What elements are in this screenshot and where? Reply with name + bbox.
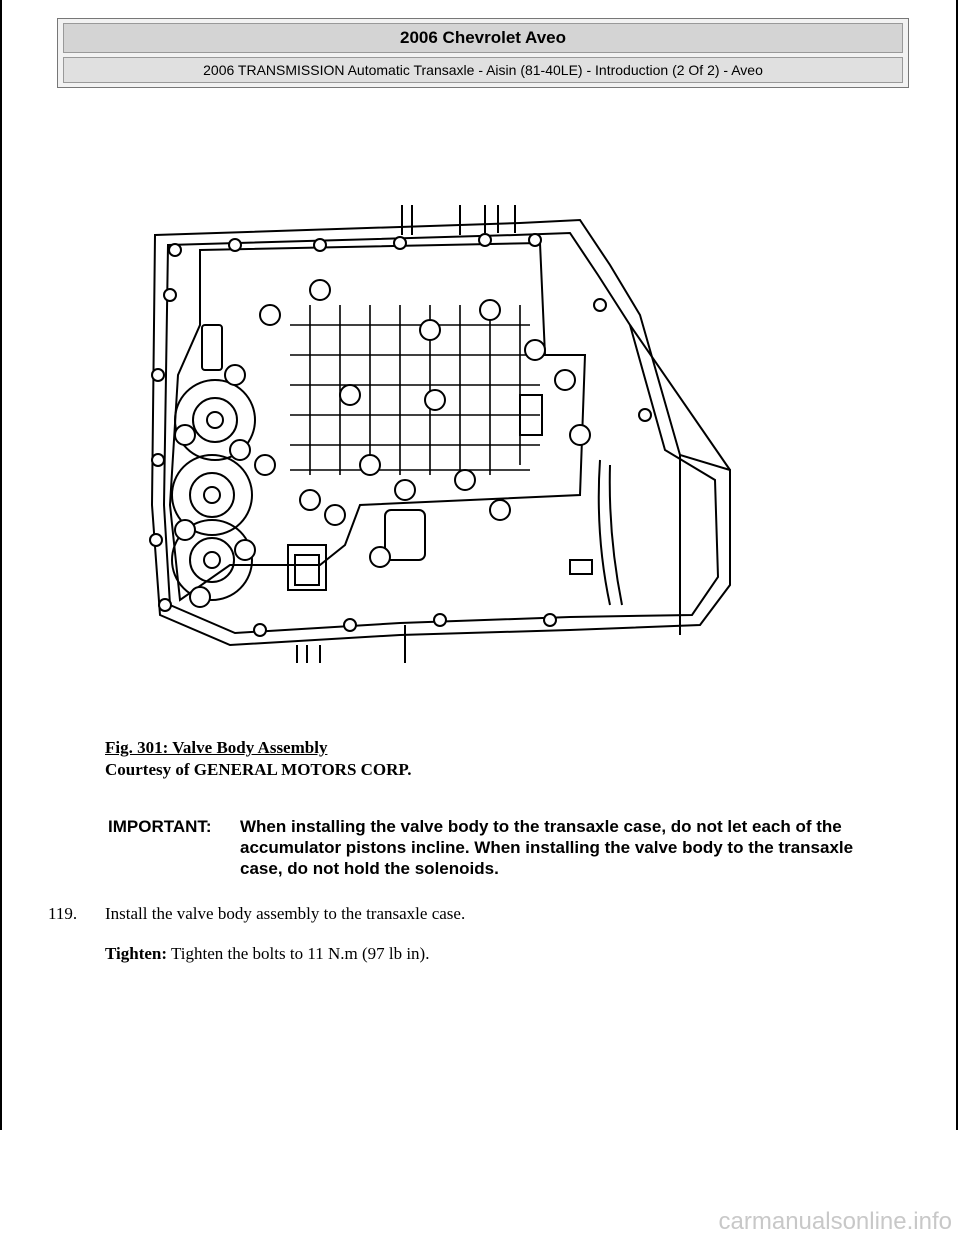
tighten-instruction: Tighten: Tighten the bolts to 11 N.m (97…: [105, 944, 429, 964]
figure-caption: Fig. 301: Valve Body Assembly: [105, 738, 328, 757]
page-edge-right: [956, 0, 958, 1130]
watermark: carmanualsonline.info: [718, 1208, 952, 1235]
step-text: Install the valve body assembly to the t…: [105, 904, 466, 923]
important-text: When installing the valve body to the tr…: [240, 817, 854, 878]
figure-credit: Courtesy of GENERAL MOTORS CORP.: [105, 760, 412, 779]
tighten-label: Tighten:: [105, 944, 168, 963]
step-119: 119. Install the valve body assembly to …: [48, 904, 908, 924]
page-header: 2006 Chevrolet Aveo 2006 TRANSMISSION Au…: [57, 18, 909, 88]
header-title: 2006 Chevrolet Aveo: [63, 23, 903, 53]
step-number: 119.: [48, 904, 78, 923]
page-edge-left: [0, 0, 2, 1130]
valve-body-illustration: [149, 205, 731, 663]
tighten-text: Tighten the bolts to 11 N.m (97 lb in).: [171, 944, 430, 963]
header-subtitle: 2006 TRANSMISSION Automatic Transaxle - …: [63, 57, 903, 83]
important-label: IMPORTANT:: [108, 817, 212, 836]
important-note: IMPORTANT: When installing the valve bod…: [108, 816, 878, 879]
valve-body-figure: [140, 205, 740, 670]
